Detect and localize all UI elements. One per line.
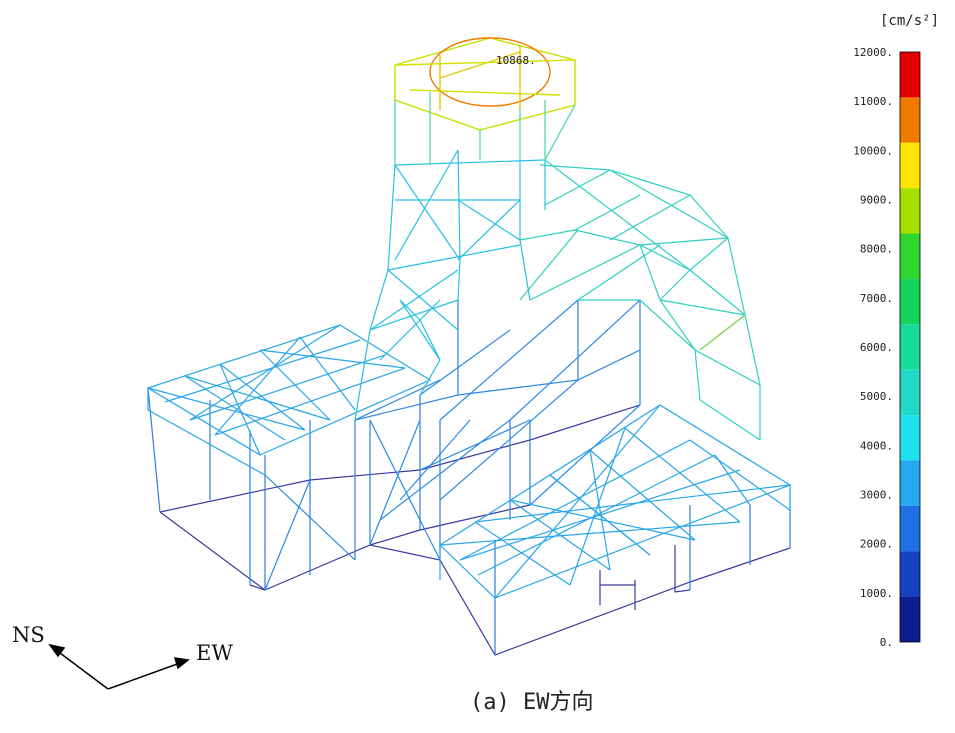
colorbar-tick-label: 2000. [860,538,893,551]
colorbar-band [900,142,920,189]
tower-top [394,37,576,165]
color-bar: 12000. 11000. 10000. 9000. 8000. 7000. 6000. 50… [853,46,921,649]
tower-body [354,149,546,421]
ew-label: EW [196,641,233,665]
roof-structure-right [519,159,761,441]
colorbar-band [900,551,920,597]
colorbar-tick-label: 11000. [853,95,893,108]
colorbar-band [900,278,920,325]
figure-caption: (a) EW方向 [470,690,594,715]
colorbar-band [900,188,920,234]
colorbar-tick-label: 5000. [860,390,893,403]
frame-model [146,37,792,656]
colorbar-tick-label: 9000. [860,194,893,207]
colorbar-tick-label: 10000. [853,144,893,157]
colorbar-frame [899,51,921,643]
colorbar-tick-label: 1000. [860,587,893,600]
colorbar-tick-label: 7000. [860,292,893,305]
ns-arrowhead-icon [48,643,66,658]
colorbar-band [900,369,920,416]
frame-braces [264,299,641,591]
colorbar-tick-label: 0. [880,636,893,649]
green-member [699,314,746,351]
colorbar-band [900,97,920,143]
colorbar-band [900,415,920,461]
orientation-indicator [48,643,190,690]
colorbar-band [900,460,920,506]
ew-arrowhead-icon [173,657,190,670]
colorbar-band [900,596,920,642]
roof-grid-right [439,404,792,599]
colorbar-band [900,52,920,98]
colorbar-band [900,505,920,552]
colorbar-tick-label: 6000. [860,341,893,354]
ns-arrow [55,649,109,690]
colorbar-tick-label: 3000. [860,489,893,502]
colorbar-tick-label: 12000. [853,46,893,59]
colorbar-band [900,233,920,279]
roof-grid-left [146,324,432,476]
colorbar-tick-label: 4000. [860,439,893,452]
ns-label: NS [12,623,45,647]
colorbar-band [900,324,920,370]
colorbar-unit-label: [cm/s²] [880,13,939,29]
frame-columns [147,300,791,655]
colorbar-tick-label: 8000. [860,243,893,256]
peak-value-label: 10868. [496,54,536,67]
ew-arrow [107,662,181,690]
